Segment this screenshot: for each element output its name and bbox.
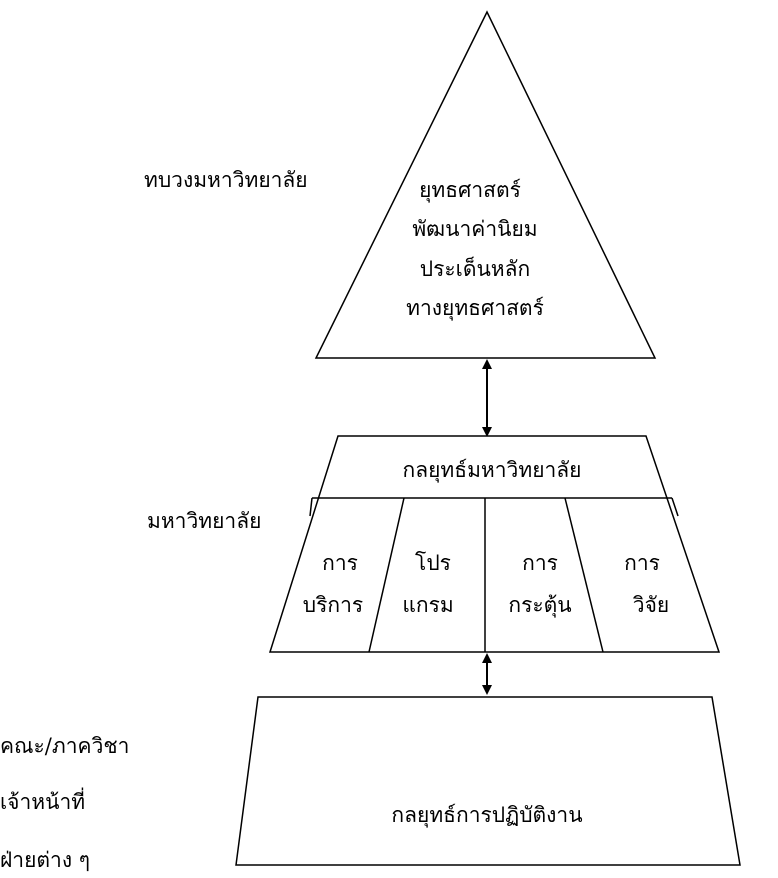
level-label-faculty-1: คณะ/ภาควิชา bbox=[0, 734, 130, 758]
level-label-university: มหาวิทยาลัย bbox=[147, 509, 262, 533]
level-label-network: ทบวงมหาวิทยาลัย bbox=[144, 168, 308, 192]
level-label-faculty-3: ฝ่ายต่าง ๆ bbox=[0, 848, 91, 872]
operational-strategy-title: กลยุทธ์การปฏิบัติงาน bbox=[391, 803, 583, 827]
column-2-line-2: แกรม bbox=[402, 593, 454, 617]
university-strategy-box bbox=[268, 435, 721, 653]
apex-line-2: พัฒนาค่านิยม bbox=[412, 217, 538, 241]
level-label-faculty-2: เจ้าหน้าที่ bbox=[0, 790, 86, 814]
column-4-line-2: วิจัย bbox=[632, 593, 670, 617]
divider-hook-right bbox=[671, 497, 679, 517]
column-1-line-2: บริการ bbox=[302, 593, 364, 617]
column-divider-1 bbox=[368, 497, 405, 653]
column-3-line-1: การ bbox=[522, 551, 558, 575]
university-strategy-title: กลยุทธ์มหาวิทยาลัย bbox=[402, 458, 582, 482]
apex-line-1: ยุทธศาสตร์ bbox=[419, 178, 521, 202]
apex-line-4: ทางยุทธศาสตร์ bbox=[406, 296, 544, 320]
operational-strategy-box bbox=[235, 696, 741, 866]
column-1-line-1: การ bbox=[322, 551, 358, 575]
column-divider-3 bbox=[564, 497, 604, 653]
divider-hook-left bbox=[309, 497, 313, 517]
column-2-line-1: โปร bbox=[415, 551, 451, 575]
column-4-line-1: การ bbox=[624, 551, 660, 575]
strategy-triangle bbox=[314, 10, 657, 359]
column-3-line-2: กระตุ้น bbox=[508, 593, 572, 617]
apex-line-3: ประเด็นหลัก bbox=[419, 257, 531, 281]
